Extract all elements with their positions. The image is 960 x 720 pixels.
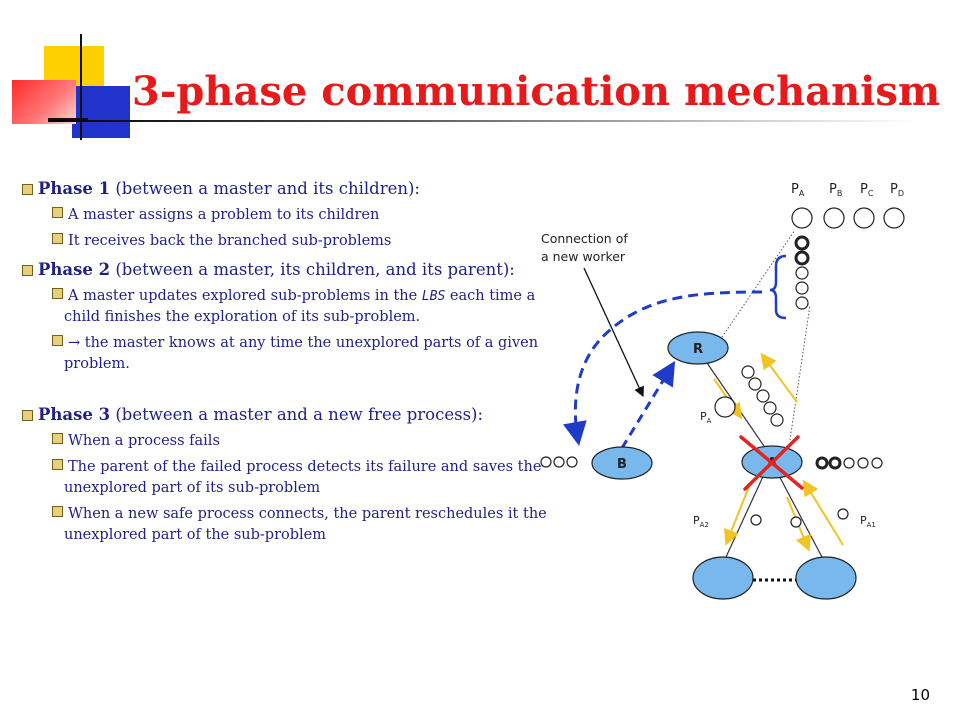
phase-1-lead: Phase 1 — [38, 179, 111, 198]
phase-2-text: (between a master, its children, and its… — [110, 260, 515, 279]
right-arrow-icon: → — [68, 335, 81, 351]
phase-3-sub-bullet: The parent of the failed process detects… — [22, 457, 562, 499]
decor-red-gradient-square — [12, 80, 76, 124]
child-edge-circles — [750, 508, 849, 528]
annotation-arrow — [583, 267, 644, 398]
decor-vertical-line — [80, 34, 82, 140]
phase-1-bullet: Phase 1 (between a master and its childr… — [22, 176, 562, 201]
bullet-square-icon — [22, 410, 33, 421]
problem-pool-circles — [791, 207, 905, 229]
top-label-pa: PA — [791, 182, 805, 198]
child-node-left — [692, 556, 754, 600]
b-queue-circles — [540, 456, 578, 468]
node-b — [591, 446, 653, 480]
top-label-pb: PB — [829, 182, 842, 198]
b-to-r-dashed-arrow — [620, 360, 676, 449]
dotted-guide-line — [789, 304, 811, 441]
bullet-square-icon — [52, 459, 63, 470]
top-label-pc: PC — [860, 182, 874, 198]
phase-1-text: (between a master and its children): — [110, 179, 420, 198]
bullet-square-icon — [22, 265, 33, 276]
node-b-label: B — [617, 457, 627, 472]
child-node-right — [795, 556, 857, 600]
bullet-square-icon — [22, 184, 33, 195]
phase-2-sub-bullet: → the master knows at any time the unexp… — [22, 333, 562, 375]
node-r — [667, 331, 729, 365]
phase-3-sub-bullet: When a new safe process connects, the pa… — [22, 504, 562, 546]
failure-cross-icon — [739, 435, 804, 491]
bullet-square-icon — [52, 506, 63, 517]
phase-3-lead: Phase 3 — [38, 405, 111, 424]
edge-label-pa2: PA2 — [693, 514, 709, 529]
edge-label-pa: PA — [700, 410, 712, 425]
bullet-square-icon — [52, 233, 63, 244]
pa-edge-circle — [714, 396, 736, 418]
bullet-square-icon — [52, 288, 63, 299]
title-underline — [48, 120, 918, 122]
phase-1-sub-bullet: A master assigns a problem to its childr… — [22, 205, 562, 226]
lbs-stack-circles — [794, 235, 810, 310]
bullet-square-icon — [52, 207, 63, 218]
phase-2-sub-bullet: A master updates explored sub-problems i… — [22, 286, 562, 328]
top-label-pd: PD — [890, 182, 904, 198]
bullet-square-icon — [52, 335, 63, 346]
annotation-line-2: a new worker — [541, 249, 626, 264]
bullet-square-icon — [52, 433, 63, 444]
yellow-exchange-arrows — [713, 352, 844, 552]
dotted-guide-line — [719, 229, 796, 341]
phase-1-sub-bullet: It receives back the branched sub-proble… — [22, 231, 562, 252]
node-r-label: R — [693, 342, 703, 357]
reconnect-dashed-curve — [563, 290, 763, 446]
slide-title: 3-phase communication mechanism — [132, 68, 941, 115]
bullet-list: Phase 1 (between a master and its childr… — [22, 176, 562, 551]
decor-horizontal-line — [48, 118, 88, 120]
page-number: 10 — [910, 686, 930, 704]
phase-2-lead: Phase 2 — [38, 260, 111, 279]
lbs-term: LBS — [421, 289, 446, 304]
annotation-line-1: Connection of — [541, 231, 628, 246]
phase-3-text: (between a master and a new free process… — [110, 405, 484, 424]
phase-2-bullet: Phase 2 (between a master, its children,… — [22, 257, 562, 282]
curly-brace — [769, 254, 787, 320]
phase-3-sub-bullet: When a process fails — [22, 431, 562, 452]
phase-3-bullet: Phase 3 (between a master and a new free… — [22, 402, 562, 427]
a-queue-circles — [815, 456, 883, 470]
edge-label-pa1: PA1 — [860, 514, 876, 529]
sub-problem-circles — [741, 365, 784, 427]
